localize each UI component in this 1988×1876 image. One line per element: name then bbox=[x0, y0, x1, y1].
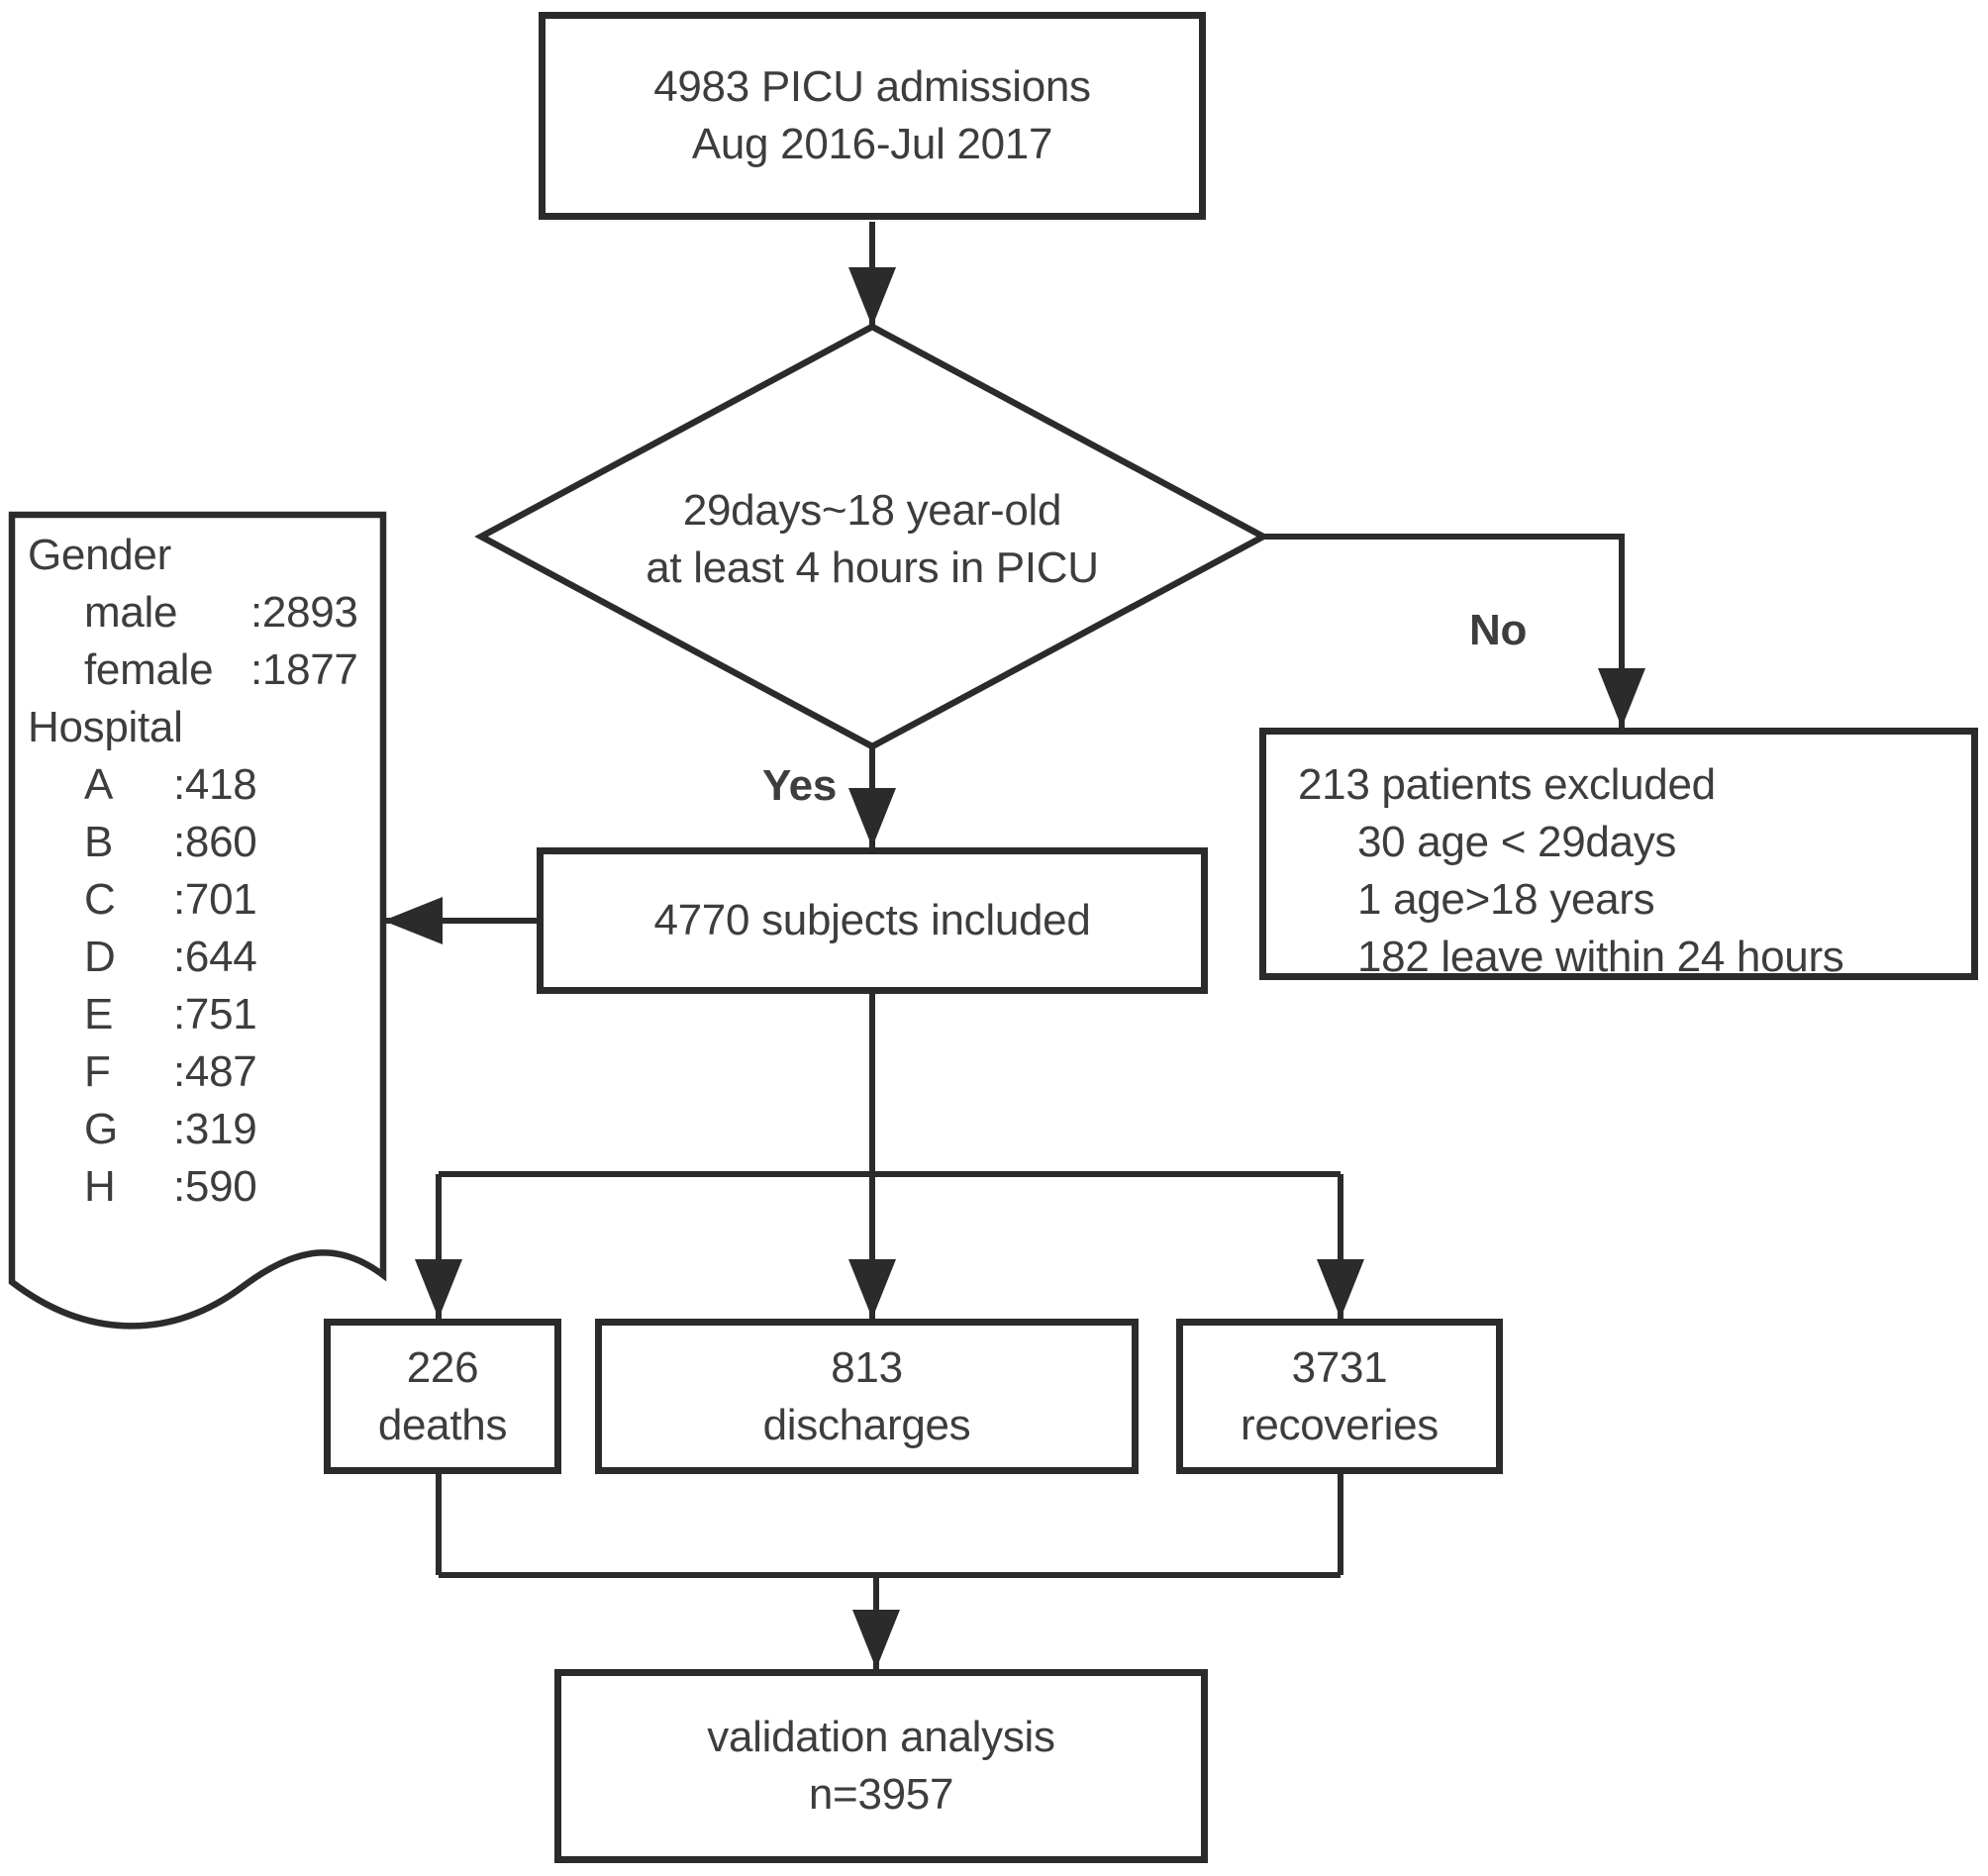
hospital-value: :590 bbox=[173, 1162, 257, 1211]
hospital-label: A bbox=[84, 760, 114, 809]
gender-value: :1877 bbox=[250, 645, 358, 694]
hospital-value: :644 bbox=[173, 933, 257, 981]
decision-line2: at least 4 hours in PICU bbox=[646, 543, 1099, 592]
hospital-row: E :751 bbox=[12, 986, 383, 1043]
no-branch-label: No bbox=[1468, 606, 1528, 654]
gender-label: male bbox=[84, 588, 178, 637]
discharges-box: 813 discharges bbox=[595, 1319, 1139, 1474]
hospital-row: A :418 bbox=[12, 756, 383, 814]
demographics-note-shape bbox=[8, 511, 387, 1330]
recoveries-label: recoveries bbox=[1241, 1400, 1439, 1449]
hospital-label: E bbox=[84, 990, 114, 1038]
recoveries-count: 3731 bbox=[1291, 1342, 1388, 1392]
yes-branch-label: Yes bbox=[762, 761, 837, 810]
admissions-box: 4983 PICU admissions Aug 2016-Jul 2017 bbox=[539, 12, 1206, 220]
gender-row: female :1877 bbox=[12, 642, 383, 699]
excluded-title: 213 patients excluded bbox=[1298, 760, 1716, 809]
hospital-row: C :701 bbox=[12, 871, 383, 929]
hospital-value: :751 bbox=[173, 990, 257, 1038]
decision-text: 29days~18 year-old at least 4 hours in P… bbox=[481, 482, 1263, 597]
discharges-label: discharges bbox=[762, 1400, 971, 1449]
hospital-row: B :860 bbox=[12, 814, 383, 871]
excluded-item: 1 age>18 years bbox=[1357, 875, 1655, 924]
hospital-value: :418 bbox=[173, 760, 257, 809]
included-subjects-text: 4770 subjects included bbox=[653, 896, 1091, 944]
hospital-header-row: Hospital bbox=[12, 699, 383, 756]
gender-label: female bbox=[84, 645, 214, 694]
hospital-header: Hospital bbox=[28, 703, 183, 751]
admissions-line1: 4983 PICU admissions bbox=[653, 62, 1091, 111]
arrow-no-branch bbox=[1263, 534, 1645, 728]
hospital-label: B bbox=[84, 818, 114, 866]
hospital-label: H bbox=[84, 1162, 116, 1211]
validation-line1: validation analysis bbox=[707, 1713, 1055, 1761]
hospital-row: G :319 bbox=[12, 1101, 383, 1158]
deaths-count: 226 bbox=[406, 1342, 479, 1392]
decision-line1: 29days~18 year-old bbox=[682, 486, 1062, 535]
hospital-label: F bbox=[84, 1047, 111, 1096]
deaths-box: 226 deaths bbox=[324, 1319, 561, 1474]
hospital-value: :701 bbox=[173, 875, 257, 924]
recoveries-box: 3731 recoveries bbox=[1176, 1319, 1503, 1474]
hospital-label: G bbox=[84, 1105, 118, 1153]
hospital-row: H :590 bbox=[12, 1158, 383, 1216]
gender-header-row: Gender bbox=[12, 527, 383, 584]
gender-header: Gender bbox=[28, 531, 171, 579]
discharges-count: 813 bbox=[831, 1342, 903, 1392]
included-subjects-box: 4770 subjects included bbox=[537, 847, 1208, 994]
gender-row: male :2893 bbox=[12, 584, 383, 642]
excluded-item: 182 leave within 24 hours bbox=[1357, 933, 1844, 981]
excluded-item: 30 age < 29days bbox=[1357, 818, 1677, 866]
excluded-patients-box: 213 patients excluded 30 age < 29days 1 … bbox=[1259, 728, 1978, 981]
demographics-note: Gender male :2893 female :1877 Hospital … bbox=[12, 527, 383, 1216]
admissions-line2: Aug 2016-Jul 2017 bbox=[691, 120, 1053, 168]
hospital-row: D :644 bbox=[12, 929, 383, 986]
hospital-label: D bbox=[84, 933, 116, 981]
hospital-row: F :487 bbox=[12, 1043, 383, 1101]
deaths-label: deaths bbox=[377, 1400, 508, 1449]
hospital-value: :487 bbox=[173, 1047, 257, 1096]
hospital-label: C bbox=[84, 875, 116, 924]
hospital-value: :319 bbox=[173, 1105, 257, 1153]
hospital-value: :860 bbox=[173, 818, 257, 866]
gender-value: :2893 bbox=[250, 588, 358, 637]
validation-line2: n=3957 bbox=[808, 1770, 954, 1819]
validation-analysis-box: validation analysis n=3957 bbox=[554, 1669, 1208, 1863]
